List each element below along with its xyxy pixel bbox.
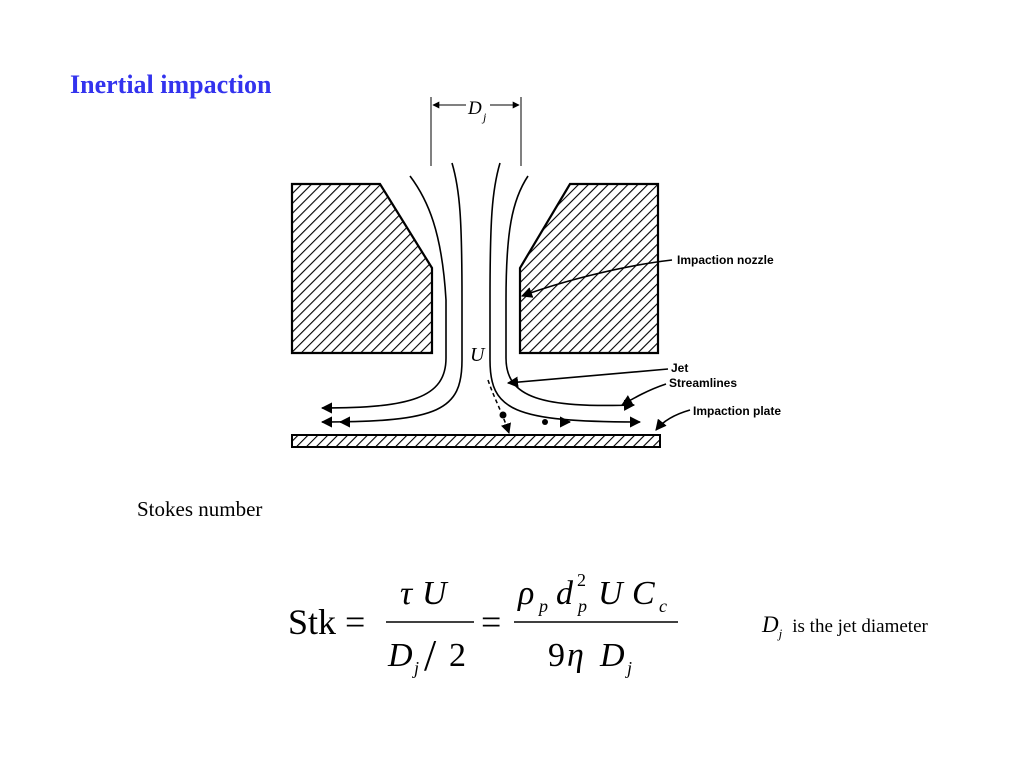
frac1-tau: τ <box>400 575 414 612</box>
dimension-subscript: j <box>481 110 487 124</box>
frac2-rho: ρ <box>517 575 534 612</box>
frac2-d-sup: 2 <box>577 570 586 590</box>
nozzle-left-block <box>290 182 434 355</box>
frac1-den-d: D <box>387 637 413 674</box>
equation-lhs: Stk <box>288 602 336 642</box>
callout-impaction-nozzle: Impaction nozzle <box>677 253 774 267</box>
frac2-c: C <box>632 575 655 612</box>
streamline-inner-right <box>489 162 642 428</box>
equation-equals-2: = <box>481 602 501 642</box>
frac1-den-slash: / <box>424 631 437 680</box>
definition-note: Dj is the jet diameter <box>762 612 928 641</box>
streamline-inner-left <box>320 162 463 428</box>
particle-trajectory <box>487 379 511 434</box>
frac2-den-sub: j <box>625 658 632 678</box>
definition-text: is the jet diameter <box>792 616 928 637</box>
nozzle-right-block <box>518 182 660 355</box>
particle-dot <box>542 419 548 425</box>
streamlines <box>320 162 642 428</box>
streamline-outer-left <box>320 175 447 414</box>
equation-equals-1: = <box>345 602 365 642</box>
definition-subscript: j <box>778 626 783 641</box>
callout-impaction-plate: Impaction plate <box>693 404 781 418</box>
callout-streamlines: Streamlines <box>669 376 737 390</box>
slide-title: Inertial impaction <box>70 70 272 99</box>
particle-dot <box>499 411 507 419</box>
velocity-label: U <box>470 344 486 366</box>
frac2-d-sub: p <box>576 596 587 616</box>
frac2-d: d <box>556 575 574 612</box>
callout-leaders <box>506 259 691 431</box>
frac2-rho-sub: p <box>537 596 548 616</box>
callout-jet: Jet <box>671 361 688 375</box>
impaction-plate <box>291 434 661 448</box>
frac2-nine: 9 <box>548 637 565 674</box>
frac1-den-sub: j <box>412 658 419 678</box>
frac1-u: U <box>422 575 449 612</box>
frac1-den-two: 2 <box>449 637 466 674</box>
jet-diameter-dimension: D j <box>430 97 522 166</box>
section-label: Stokes number <box>137 497 263 521</box>
frac2-eta: η <box>567 637 584 674</box>
frac2-den-d: D <box>599 637 625 674</box>
frac2-c-sub: c <box>659 596 667 616</box>
streamline-outer-right <box>505 175 636 411</box>
dimension-label: D <box>467 98 482 119</box>
definition-symbol: D <box>762 612 779 637</box>
frac2-u: U <box>598 575 625 612</box>
